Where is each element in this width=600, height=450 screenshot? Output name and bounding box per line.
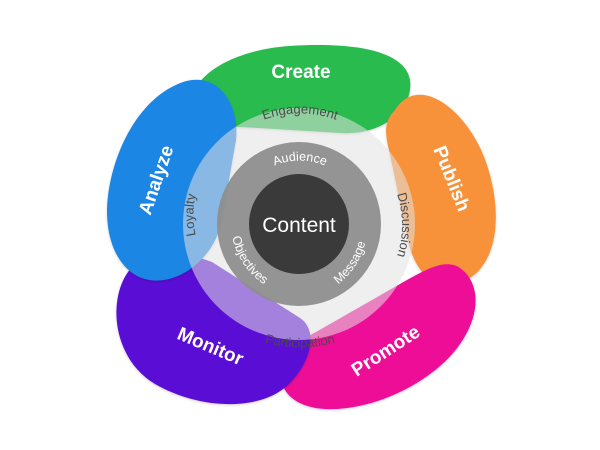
ring-label-participation-path: Participation xyxy=(264,331,336,351)
ring-label-discussion-path: Discussion xyxy=(394,191,414,260)
center-label: Content xyxy=(262,214,336,237)
petal-monitor xyxy=(116,253,311,405)
ring-label-discussion: Discussion xyxy=(394,191,414,260)
ring-label-participation: Participation xyxy=(264,331,336,351)
petal-promote xyxy=(281,264,476,410)
center-circle xyxy=(249,174,349,274)
petal-create xyxy=(191,45,411,134)
petal-label-create: Create xyxy=(271,62,330,83)
